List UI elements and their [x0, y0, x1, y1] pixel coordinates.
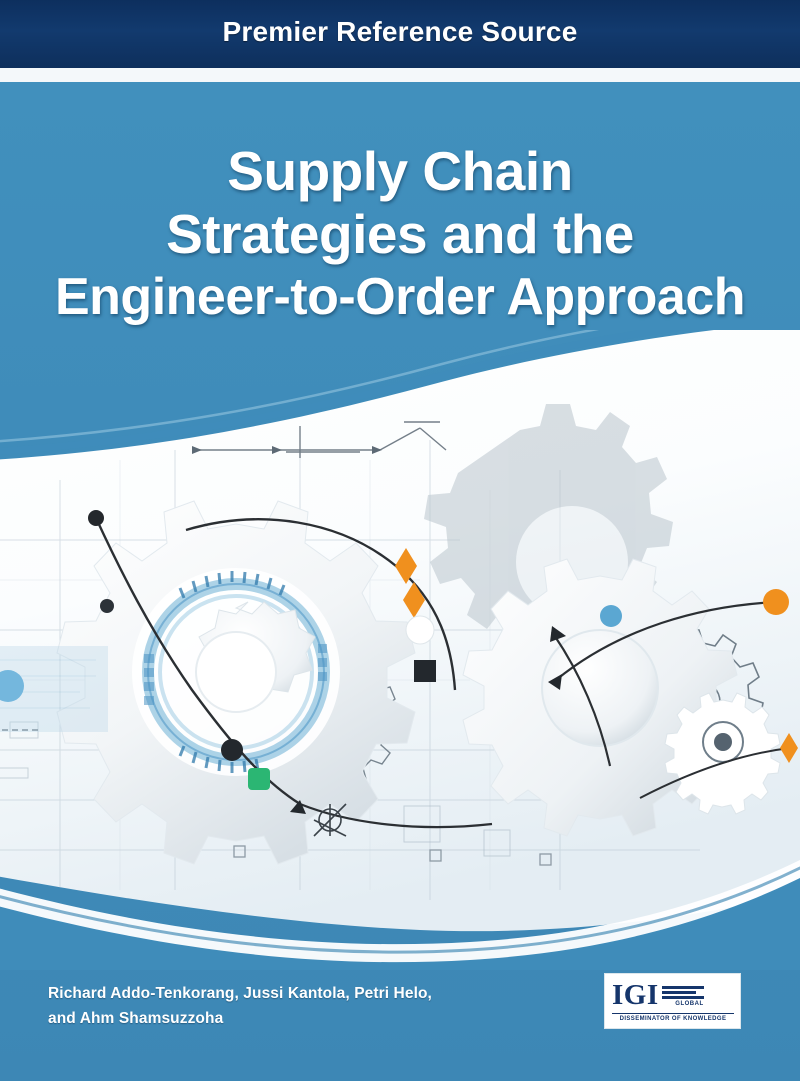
series-banner: Premier Reference Source	[0, 0, 800, 68]
arrow-marks	[192, 446, 382, 454]
network-path-right-2	[555, 600, 777, 681]
logo-right-group: GLOBAL	[661, 986, 704, 1010]
node-white-circle	[405, 615, 435, 645]
main-gear	[56, 500, 416, 865]
node-blue-left	[0, 670, 24, 702]
node-blue-mid	[600, 605, 622, 627]
dimension-lines	[196, 421, 447, 458]
crosshair-marker	[313, 803, 347, 837]
top-blue-arc-thin	[0, 330, 600, 443]
author-names: Richard Addo-Tenkorang, Jussi Kantola, P…	[48, 981, 488, 1031]
series-label: Premier Reference Source	[222, 16, 578, 47]
cover-artwork	[0, 330, 800, 970]
node-dark-1	[88, 510, 104, 526]
node-orange-circle-right	[763, 589, 789, 615]
node-orange-diamond-right	[780, 733, 798, 763]
network-path-center-arc	[185, 518, 457, 691]
network-path-right-3	[639, 747, 791, 799]
node-dark-square	[414, 660, 436, 682]
title-line-2: Strategies and the	[166, 203, 634, 265]
grid-markers	[233, 845, 552, 866]
author-line-1: Richard Addo-Tenkorang, Jussi Kantola, P…	[48, 985, 432, 1002]
logo-bars-icon	[661, 986, 704, 999]
logo-wordmark: GLOBAL	[675, 1001, 704, 1007]
top-blue-arc	[0, 330, 687, 455]
network-path-left-lower	[299, 802, 493, 829]
node-orange-diamond-2	[403, 582, 425, 618]
path-arrowheads	[290, 626, 566, 814]
gear-ring-bars	[144, 644, 327, 705]
node-green	[248, 768, 270, 790]
author-line-2: and Ahm Shamsuzzoha	[48, 1010, 224, 1027]
publisher-logo: IGI GLOBAL DISSEMINATOR OF KNOWLEDGE	[604, 973, 741, 1029]
node-orange-diamond-1	[395, 548, 417, 584]
bottom-blue-band-1	[0, 877, 800, 970]
logo-igi-mark: IGI	[612, 979, 659, 1011]
title-line-1: Supply Chain	[227, 140, 573, 202]
book-title: Supply Chain Strategies and the Engineer…	[0, 140, 800, 329]
small-gear-right	[664, 692, 781, 815]
node-dark-2	[100, 599, 114, 613]
network-path-right-1	[551, 631, 612, 767]
banner-divider-stripe	[0, 68, 800, 82]
title-line-3: Engineer-to-Order Approach	[54, 268, 746, 326]
node-dark-3	[221, 739, 243, 761]
logo-lockup: IGI GLOBAL	[612, 979, 734, 1010]
bottom-white-swoosh	[0, 859, 800, 970]
logo-tagline: DISSEMINATOR OF KNOWLEDGE	[612, 1013, 734, 1022]
bottom-blue-band-edge	[0, 866, 800, 954]
